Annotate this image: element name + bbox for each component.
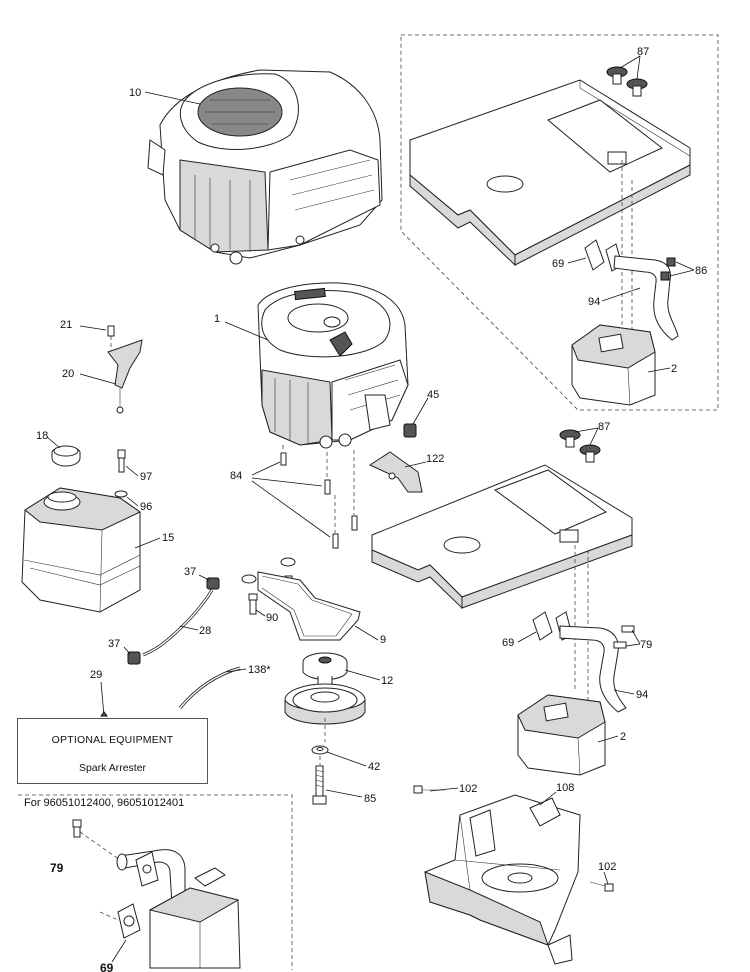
frame-lower	[371, 464, 633, 610]
callout-69-upper: 69	[552, 258, 564, 270]
throttle-bracket-20	[107, 325, 143, 414]
muffler-2-upper	[571, 324, 656, 406]
upper-right-inset-frame	[400, 34, 719, 411]
callout-18: 18	[36, 430, 48, 442]
washer-90-upper	[241, 557, 296, 584]
clamp-37-lower	[127, 651, 141, 665]
knobs-87-upper	[606, 66, 648, 97]
callout-1: 1	[214, 313, 220, 325]
callout-90-lower: 90	[266, 612, 278, 624]
callout-94-lower: 94	[636, 689, 648, 701]
nut-45	[403, 423, 417, 438]
callout-97: 97	[140, 471, 152, 483]
callout-20: 20	[62, 368, 74, 380]
inset-gasket-69	[117, 903, 141, 939]
callout-15: 15	[162, 532, 174, 544]
washer-42	[311, 745, 329, 755]
frame-upper	[409, 79, 691, 267]
callout-29: 29	[90, 669, 102, 681]
fuel-line-28	[142, 589, 214, 657]
bolt-102-lower	[589, 881, 614, 892]
shroud-108	[424, 794, 581, 965]
callout-122: 122	[426, 453, 444, 465]
bolts-79-lower	[613, 625, 635, 649]
bolt-85	[312, 765, 327, 805]
fuel-cap-18	[51, 445, 81, 467]
clamp-37-upper	[206, 577, 220, 590]
optional-equipment-subtitle: Spark Arrester	[78, 762, 147, 774]
callout-85: 85	[364, 793, 376, 805]
inset-bolt-79	[72, 819, 82, 838]
callout-108: 108	[556, 782, 574, 794]
inset-caption: For 96051012400, 96051012401	[24, 797, 185, 809]
callout-94-upper: 94	[588, 296, 600, 308]
inset-gasket-upper	[135, 851, 159, 887]
callout-37-lower: 37	[108, 638, 120, 650]
exhaust-pipe-94-upper	[613, 255, 679, 341]
callout-9: 9	[380, 634, 386, 646]
callout-37-upper: 37	[184, 566, 196, 578]
callout-87-lower: 87	[598, 421, 610, 433]
callout-10: 10	[129, 87, 141, 99]
callout-102-lower: 102	[598, 861, 616, 873]
callout-96: 96	[140, 501, 152, 513]
callout-21: 21	[60, 319, 72, 331]
callout-42: 42	[368, 761, 380, 773]
optional-equipment-title: OPTIONAL EQUIPMENT	[51, 734, 174, 746]
lower-left-inset-frame	[18, 794, 293, 970]
callout-102-upper: 102	[459, 783, 477, 795]
callout-45: 45	[427, 389, 439, 401]
callout-69-inset: 69	[100, 961, 114, 972]
callout-69-lower: 69	[502, 637, 514, 649]
bolts-84	[280, 445, 358, 549]
engine-middle	[257, 282, 409, 449]
callout-138: 138*	[248, 664, 271, 676]
engine-top	[147, 69, 383, 265]
callout-79-lower: 79	[640, 639, 652, 651]
optional-equipment-box: OPTIONAL EQUIPMENT Spark Arrester	[17, 718, 208, 784]
callout-79-inset: 79	[50, 861, 64, 875]
callout-12: 12	[381, 675, 393, 687]
pulley-12	[284, 652, 366, 725]
fuel-line-138	[178, 666, 241, 709]
callout-28: 28	[199, 625, 211, 637]
callout-84: 84	[230, 470, 242, 482]
nuts-86	[660, 257, 676, 281]
callout-2-upper: 2	[671, 363, 677, 375]
plate-9	[257, 571, 361, 641]
callout-87-upper: 87	[637, 46, 649, 58]
muffler-2-lower	[517, 694, 606, 776]
heat-shield-122	[368, 451, 423, 493]
knobs-87-lower	[559, 429, 601, 463]
washer-96	[114, 490, 128, 498]
callout-86: 86	[695, 265, 707, 277]
screw-97	[117, 449, 126, 473]
fuel-tank-15	[21, 487, 141, 613]
inset-muffler	[148, 867, 241, 969]
callout-2-lower: 2	[620, 731, 626, 743]
